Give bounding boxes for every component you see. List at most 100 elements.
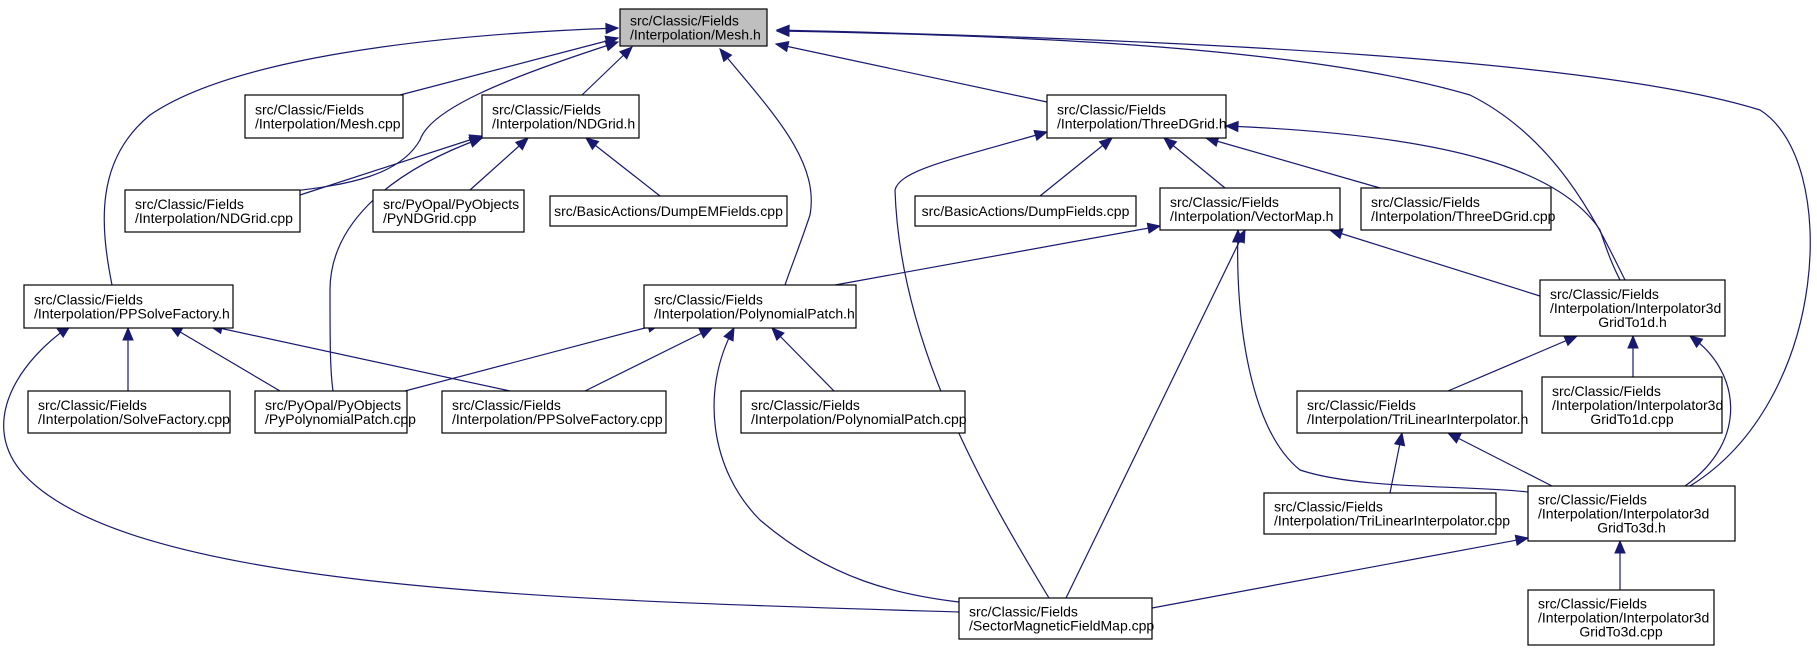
node-mesh_h[interactable]: src/Classic/Fields/Interpolation/Mesh.h [619,8,768,47]
node-label-line: /Interpolation/ThreeDGrid.h [1057,116,1227,132]
edge-ppsolvefactory_h-to-solvefactory_cpp [122,326,134,391]
node-box[interactable] [740,390,966,434]
node-label-line: src/Classic/Fields [969,604,1078,620]
edge-line [584,327,713,392]
node-box[interactable] [254,390,408,434]
edge-arrowhead [1514,534,1530,546]
node-box[interactable] [914,195,1137,227]
edge-ndgrid_h-to-dumpemfields_cpp [584,137,661,197]
node-label-line: src/Classic/Fields [1550,286,1659,302]
edge-arrowhead [1033,129,1049,141]
edge-mesh_h-to-ndgrid_h [581,46,633,96]
node-sectormag_cpp[interactable]: src/Classic/Fields/SectorMagneticFieldMa… [958,597,1154,640]
node-interp3d1d_cpp[interactable]: src/Classic/Fields/Interpolation/Interpo… [1541,376,1723,434]
edge-threedgrid_h-to-vectormap_h [1162,137,1226,189]
node-polynomialpatch_cpp[interactable]: src/Classic/Fields/Interpolation/Polynom… [740,390,967,434]
node-box[interactable] [1527,589,1715,646]
edge-interp3d1d_h-to-interp3d3d_h [1684,335,1732,487]
edge-line [771,327,835,392]
edge-line [1163,137,1226,189]
node-box[interactable] [1541,376,1723,434]
node-solvefactory_cpp[interactable]: src/Classic/Fields/Interpolation/SolveFa… [27,390,231,434]
edge-line [776,29,1811,487]
edge-arrowhead [1231,228,1244,243]
edge-line [399,37,619,96]
node-vectormap_h[interactable]: src/Classic/Fields/Interpolation/VectorM… [1159,187,1341,231]
node-box[interactable] [23,284,234,329]
edge-ppsolvefactory_h-to-pypolynomialpatch_cpp [168,325,281,392]
node-box[interactable] [1046,94,1227,139]
node-label-line: /Interpolation/NDGrid.cpp [135,210,293,226]
edge-line [284,41,619,193]
edge-line [1225,125,1621,281]
node-box[interactable] [27,390,231,434]
node-pypolynomialpatch_cpp[interactable]: src/PyOpal/PyObjects/PyPolynomialPatch.c… [254,390,416,434]
edge-line [1039,137,1113,197]
node-box[interactable] [481,94,640,139]
node-box[interactable] [1159,187,1341,231]
node-label-line: /Interpolation/TriLinearInterpolator.h [1307,411,1528,427]
node-polynomialpatch_h[interactable]: src/Classic/Fields/Interpolation/Polynom… [643,284,857,329]
edge-threedgrid_h-to-interp3d1d_h [1224,120,1621,281]
node-box[interactable] [1296,390,1523,434]
node-box[interactable] [549,195,788,227]
node-label-line: /Interpolation/VectorMap.h [1170,208,1333,224]
node-ndgrid_cpp[interactable]: src/Classic/Fields/Interpolation/NDGrid.… [124,189,301,233]
edge-ppsolvefactory_h-to-sectormag_cpp [3,325,960,613]
edge-line [3,325,960,613]
node-label-line: /Interpolation/Interpolator3d [1538,610,1709,626]
node-box[interactable] [958,597,1153,640]
node-label-line: /Interpolation/Interpolator3d [1552,397,1723,413]
node-label-line: src/Classic/Fields [1371,194,1480,210]
node-box[interactable] [1527,485,1736,542]
node-box[interactable] [643,284,857,329]
edge-arrowhead [719,47,733,63]
edge-arrowhead [605,22,620,35]
edge-arrowhead [698,327,714,339]
edge-interp3d3d_h-to-sectormag_cpp [1151,534,1530,609]
node-box[interactable] [244,94,404,139]
edge-ppsolvefactory_h-to-ppsolvefactory_cpp [208,323,511,392]
edge-threedgrid_h-to-dumpfields_cpp [1039,137,1114,197]
node-pyndgrid_cpp[interactable]: src/PyOpal/PyObjects/PyNDGrid.cpp [372,189,525,233]
node-ppsolvefactory_h[interactable]: src/Classic/Fields/Interpolation/PPSolve… [23,284,234,329]
node-box[interactable] [1263,492,1497,535]
node-box[interactable] [441,390,667,434]
edge-arrowhead [1446,432,1462,444]
node-box[interactable] [1539,279,1726,337]
node-interp3d3d_cpp[interactable]: src/Classic/Fields/Interpolation/Interpo… [1527,589,1715,646]
edge-line [776,30,1626,281]
node-label-line: /Interpolation/NDGrid.h [492,116,635,132]
node-mesh_cpp[interactable]: src/Classic/Fields/Interpolation/Mesh.cp… [244,94,404,139]
node-trilinear_h[interactable]: src/Classic/Fields/Interpolation/TriLine… [1296,390,1528,434]
edge-line [299,135,483,196]
node-box[interactable] [372,189,525,233]
node-label-line: src/Classic/Fields [1170,194,1279,210]
node-dumpfields_cpp[interactable]: src/BasicActions/DumpFields.cpp [914,195,1137,227]
node-box[interactable] [619,8,768,47]
node-interp3d3d_h[interactable]: src/Classic/Fields/Interpolation/Interpo… [1527,485,1736,542]
node-label-line: src/Classic/Fields [1552,383,1661,399]
node-label-line: /Interpolation/Interpolator3d [1550,300,1721,316]
node-label-line: src/Classic/Fields [1307,397,1416,413]
node-box[interactable] [1360,187,1552,231]
edge-arrowhead [1393,431,1406,447]
edge-line [1151,537,1529,609]
edge-line [1065,229,1246,599]
edge-trilinear_h-to-interp3d3d_h [1446,432,1553,487]
node-trilinear_cpp[interactable]: src/Classic/Fields/Interpolation/TriLine… [1263,492,1510,535]
edge-line [1447,335,1578,392]
node-threedgrid_cpp[interactable]: src/Classic/Fields/Interpolation/ThreeDG… [1360,187,1556,231]
node-box[interactable] [124,189,301,233]
edge-arrowhead [1146,222,1162,234]
node-dumpemfields_cpp[interactable]: src/BasicActions/DumpEMFields.cpp [549,195,788,227]
node-threedgrid_h[interactable]: src/Classic/Fields/Interpolation/ThreeDG… [1046,94,1227,139]
node-ndgrid_h[interactable]: src/Classic/Fields/Interpolation/NDGrid.… [481,94,640,139]
edge-line [329,137,483,392]
edge-arrowhead [723,326,735,342]
node-interp3d1d_h[interactable]: src/Classic/Fields/Interpolation/Interpo… [1539,279,1726,337]
node-label-line: /Interpolation/ThreeDGrid.cpp [1371,208,1556,224]
node-ppsolvefactory_cpp[interactable]: src/Classic/Fields/Interpolation/PPSolve… [441,390,667,434]
edge-line [834,225,1161,286]
